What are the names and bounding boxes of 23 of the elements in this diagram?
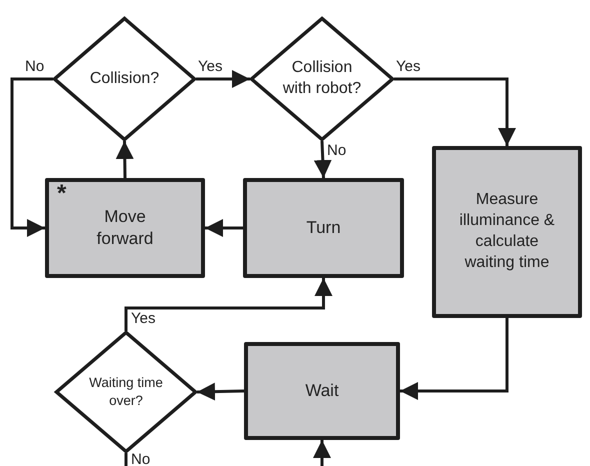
process-box [432, 146, 582, 318]
connector-arrow [394, 78, 516, 146]
connector-arrow [314, 140, 332, 178]
node-label: Measure illuminance & calculate waiting time [458, 190, 556, 273]
node-label: Wait [305, 380, 339, 402]
node-label: Turn [306, 216, 341, 239]
connector-arrow [124, 278, 332, 331]
connector-arrow [400, 318, 508, 400]
connector-arrow [196, 70, 250, 88]
connector-arrow [10, 78, 53, 237]
process-box [244, 342, 400, 440]
node-label: Collision? [90, 68, 160, 89]
footnote-mark: * [57, 182, 66, 206]
connector-arrow [205, 219, 243, 237]
connector-arrow [313, 440, 331, 466]
node-label: Collision with robot? [282, 58, 362, 99]
node-label: Waiting time over? [88, 374, 164, 410]
process-box [243, 178, 404, 278]
process-box [45, 178, 205, 278]
connector-arrow [196, 382, 244, 401]
edge-label: No [130, 452, 152, 466]
node-label: Move forward [96, 206, 154, 250]
connector-arrow [116, 140, 134, 178]
